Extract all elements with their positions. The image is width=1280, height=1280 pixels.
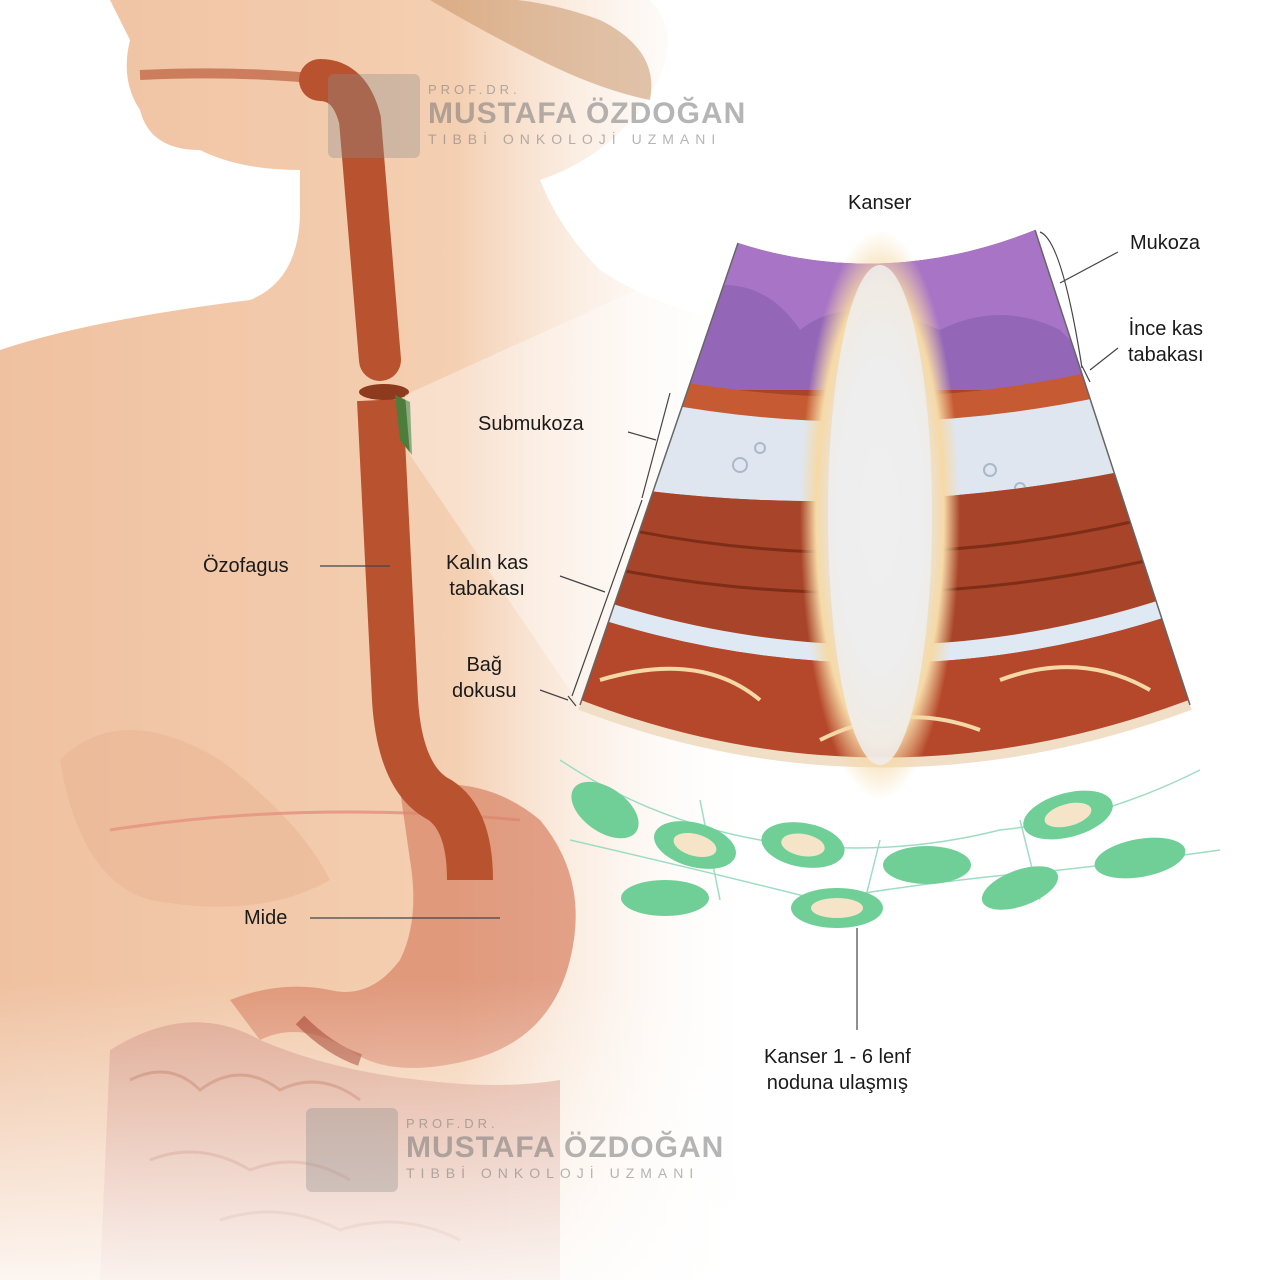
watermark-bottom-prefix: PROF.DR. xyxy=(406,1116,499,1131)
label-submukoza: Submukoza xyxy=(478,413,584,435)
watermark-top-prefix: PROF.DR. xyxy=(428,82,521,97)
label-lenf-line1: Kanser 1 - 6 lenf xyxy=(764,1046,911,1068)
leader-lines xyxy=(310,231,1119,1030)
watermark-bottom-name: MUSTAFA ÖZDOĞAN xyxy=(406,1131,725,1164)
watermark-top: PROF.DR. MUSTAFA ÖZDOĞAN TIBBİ ONKOLOJİ … xyxy=(428,82,746,147)
label-kalin-kas: Kalın kas tabakası xyxy=(446,550,528,602)
label-lenf-nodu: Kanser 1 - 6 lenf noduna ulaşmış xyxy=(764,1044,911,1096)
label-bag-line1: Bağ xyxy=(466,654,503,676)
tumor xyxy=(800,230,960,800)
label-bag-dokusu: Bağ dokusu xyxy=(452,652,517,704)
affected-nodes xyxy=(673,802,1092,918)
label-bag-line2: dokusu xyxy=(452,680,517,702)
label-kalin-kas-line1: Kalın kas xyxy=(446,552,529,574)
label-ince-kas: İnce kas tabakası xyxy=(1128,316,1204,368)
label-mukoza: Mukoza xyxy=(1130,232,1201,254)
label-ozofagus: Özofagus xyxy=(203,555,289,577)
watermark-logo-bottom xyxy=(306,1108,398,1192)
label-lenf-line2: noduna ulaşmış xyxy=(766,1072,908,1094)
watermark-top-subtitle: TIBBİ ONKOLOJİ UZMANI xyxy=(428,131,722,147)
label-mide: Mide xyxy=(244,907,288,929)
zoom-projection xyxy=(405,243,740,705)
label-kalin-kas-line2: tabakası xyxy=(449,578,525,600)
watermark-bottom-subtitle: TIBBİ ONKOLOJİ UZMANI xyxy=(406,1165,700,1181)
thin-muscle-layer xyxy=(655,370,1110,422)
label-kanser: Kanser xyxy=(848,192,912,214)
label-ince-kas-line2: tabakası xyxy=(1128,344,1204,366)
watermark-logo-top xyxy=(328,74,420,158)
watermark-bottom: PROF.DR. MUSTAFA ÖZDOĞAN TIBBİ ONKOLOJİ … xyxy=(406,1116,724,1181)
label-ince-kas-line1: İnce kas xyxy=(1128,318,1204,340)
watermark-top-name: MUSTAFA ÖZDOĞAN xyxy=(428,97,747,130)
esophagus xyxy=(139,59,493,881)
